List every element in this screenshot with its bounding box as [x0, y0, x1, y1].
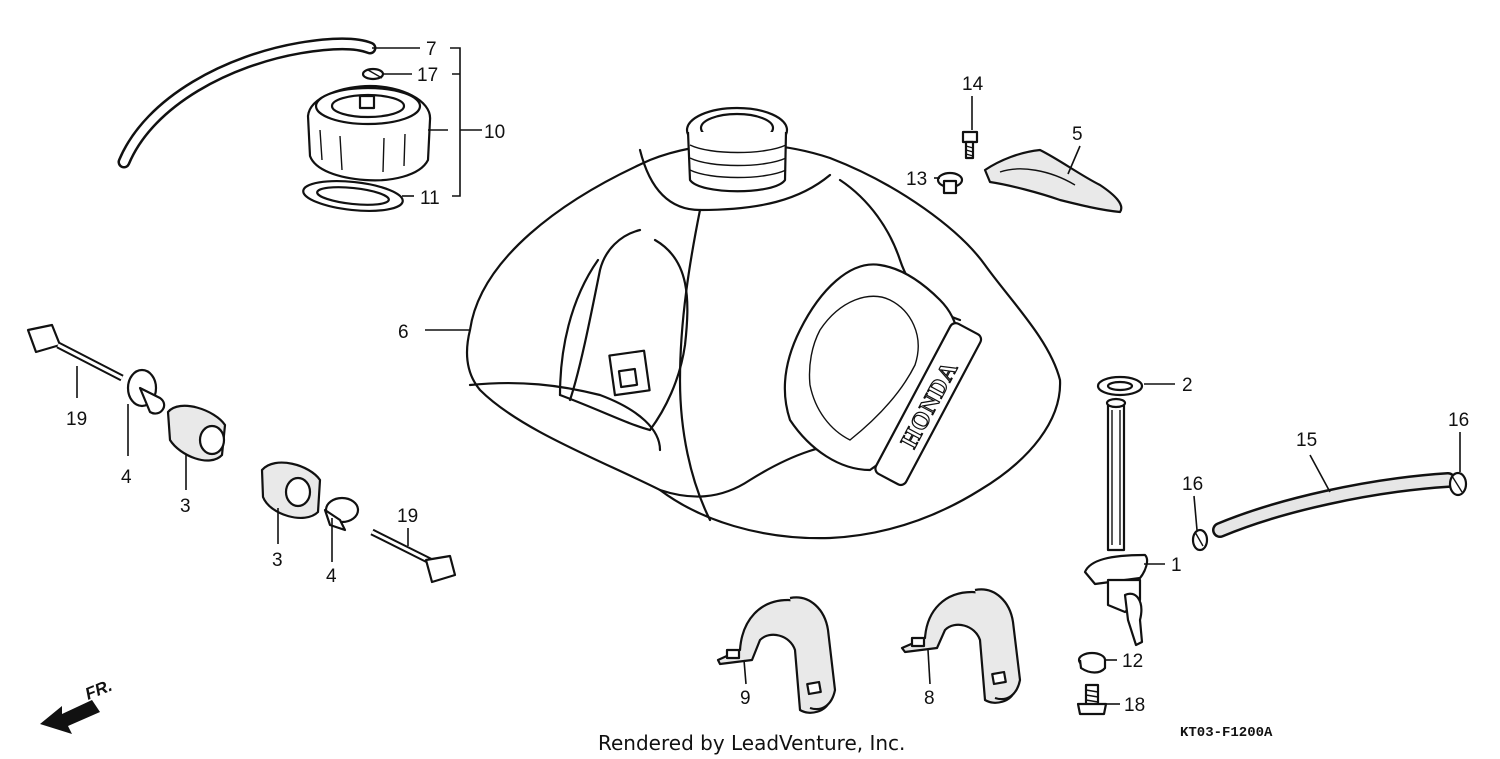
- callout-8: 8: [924, 688, 935, 709]
- callout-15: 15: [1296, 430, 1317, 451]
- front-direction-indicator: FR.: [40, 676, 115, 734]
- callout-7: 7: [426, 39, 437, 60]
- leader-lines: [76, 47, 1461, 705]
- rubber-cushion-right[interactable]: [260, 461, 322, 519]
- petcock-washer[interactable]: [1096, 375, 1144, 397]
- callout-19-right: 19: [397, 506, 418, 527]
- callout-2: 2: [1182, 375, 1193, 396]
- hose-clip-left[interactable]: [1191, 528, 1209, 552]
- callout-labels: 7 17 10 11 14 13 5 6 2 1 12 18 15 16 16 …: [66, 39, 1469, 716]
- callout-4-left: 4: [121, 467, 132, 488]
- tank-mount-bracket-front[interactable]: [716, 596, 837, 714]
- callout-11: 11: [420, 188, 440, 209]
- diagram-code: KT03-F1200A: [1180, 725, 1273, 741]
- front-label: FR.: [82, 676, 115, 704]
- bracket-bolt[interactable]: [961, 130, 979, 160]
- callout-5: 5: [1072, 124, 1083, 145]
- callout-19-left: 19: [66, 409, 87, 430]
- callout-3-right: 3: [272, 550, 283, 571]
- washer-collar-right[interactable]: [323, 496, 360, 532]
- tank-bracket[interactable]: [983, 148, 1123, 214]
- mounting-bolt-right[interactable]: [370, 528, 457, 584]
- fuel-line[interactable]: [1212, 472, 1456, 538]
- fuel-petcock[interactable]: [1083, 397, 1149, 647]
- render-credit: Rendered by LeadVenture, Inc.: [598, 731, 905, 755]
- rubber-cushion-left[interactable]: [166, 404, 227, 462]
- callout-16-right: 16: [1448, 410, 1469, 431]
- bracket-nut[interactable]: [936, 171, 964, 195]
- callout-13: 13: [906, 169, 927, 190]
- callout-9: 9: [740, 688, 751, 709]
- fuel-tank[interactable]: HONDA: [465, 106, 1062, 540]
- callout-6: 6: [398, 322, 409, 343]
- callout-18: 18: [1124, 695, 1145, 716]
- cap-gasket[interactable]: [302, 177, 404, 215]
- petcock-nut[interactable]: [1077, 651, 1107, 674]
- callout-14: 14: [962, 74, 984, 95]
- petcock-screw[interactable]: [1076, 683, 1108, 716]
- mounting-bolt-left[interactable]: [26, 323, 124, 382]
- hose-clip-right[interactable]: [1448, 471, 1468, 497]
- tank-mount-bracket-rear[interactable]: [900, 588, 1022, 704]
- callout-17: 17: [417, 65, 438, 86]
- fuel-cap[interactable]: [306, 84, 432, 182]
- clip[interactable]: [361, 67, 385, 81]
- callout-16-left: 16: [1182, 474, 1203, 495]
- arrow-front-icon: [40, 700, 100, 734]
- callout-4-right: 4: [326, 566, 337, 587]
- callout-3-left: 3: [180, 496, 191, 517]
- washer-collar-left[interactable]: [126, 368, 166, 415]
- callout-1: 1: [1171, 555, 1182, 576]
- breather-tube[interactable]: [117, 37, 377, 169]
- callout-12: 12: [1122, 651, 1143, 672]
- callout-10: 10: [484, 122, 505, 143]
